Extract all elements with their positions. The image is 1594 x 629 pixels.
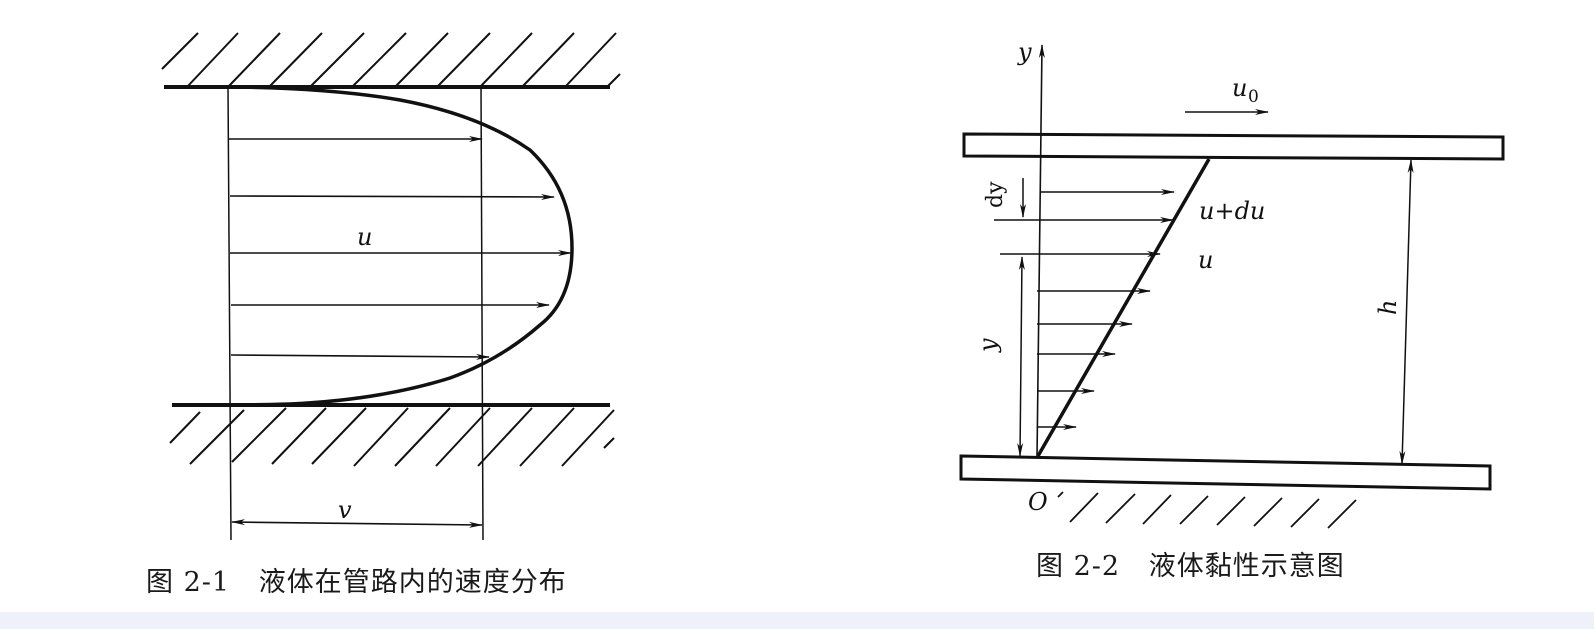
bottom-band bbox=[0, 612, 1594, 629]
label-v: v bbox=[338, 496, 352, 524]
figure-2-2-caption: 图 2-2 液体黏性示意图 bbox=[1036, 551, 1345, 582]
figure-2-2 bbox=[959, 44, 1505, 529]
velocity-arrows-fig2 bbox=[994, 189, 1175, 430]
velocity-profile-curve bbox=[231, 85, 574, 407]
label-y-distance: y bbox=[974, 338, 1002, 353]
velocity-arrows bbox=[229, 136, 572, 360]
profile-origin-line bbox=[227, 86, 232, 541]
figure-2-1 bbox=[161, 32, 621, 541]
fixed-plate-hatching bbox=[1057, 491, 1357, 529]
bottom-wall-hatching bbox=[169, 407, 615, 467]
label-dy: dy bbox=[983, 181, 1008, 208]
label-u0: u bbox=[1232, 74, 1247, 102]
label-u-plus-du: u+du bbox=[1199, 197, 1265, 225]
label-u-fig1: u bbox=[357, 223, 372, 251]
velocity-profile-line bbox=[1036, 158, 1211, 457]
top-wall-hatching bbox=[161, 32, 621, 88]
label-u0-subscript: 0 bbox=[1248, 87, 1259, 107]
y-axis bbox=[1036, 44, 1045, 459]
figure-page: u v bbox=[146, 32, 1505, 598]
mean-velocity-dimension bbox=[231, 519, 483, 528]
figure-2-1-caption: 图 2-1 液体在管路内的速度分布 bbox=[146, 567, 567, 598]
mean-velocity-line bbox=[480, 86, 484, 541]
label-y-axis: y bbox=[1017, 38, 1032, 66]
moving-plate bbox=[962, 132, 1505, 161]
h-dimension bbox=[1399, 159, 1414, 465]
label-h: h bbox=[1374, 300, 1402, 315]
fixed-plate bbox=[959, 454, 1492, 491]
label-origin: O bbox=[1028, 488, 1048, 516]
y-dimension bbox=[1017, 256, 1025, 457]
label-u-fig2: u bbox=[1198, 246, 1213, 274]
